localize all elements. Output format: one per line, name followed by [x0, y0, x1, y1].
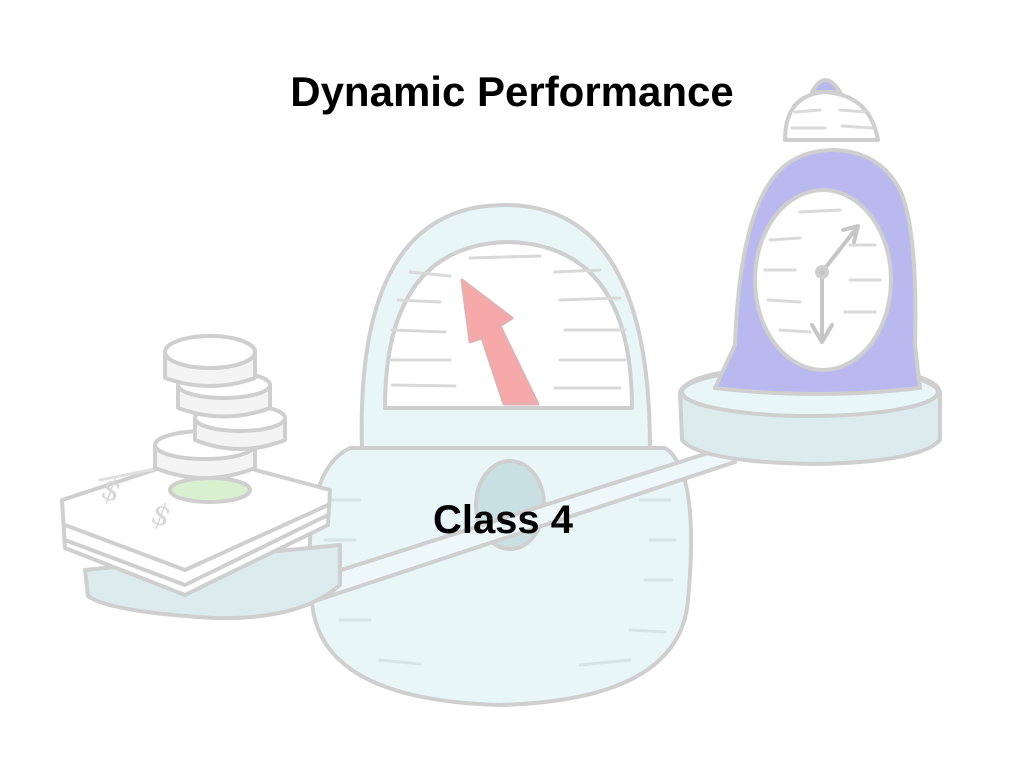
slide-title: Dynamic Performance: [290, 68, 734, 115]
cash-bundle-icon: $ $: [60, 453, 332, 597]
scale-dial-icon: [307, 203, 694, 707]
coins-stack-icon: [153, 334, 287, 504]
slide-subtitle: Class 4: [432, 498, 574, 542]
clock-weight-icon: [713, 78, 922, 396]
